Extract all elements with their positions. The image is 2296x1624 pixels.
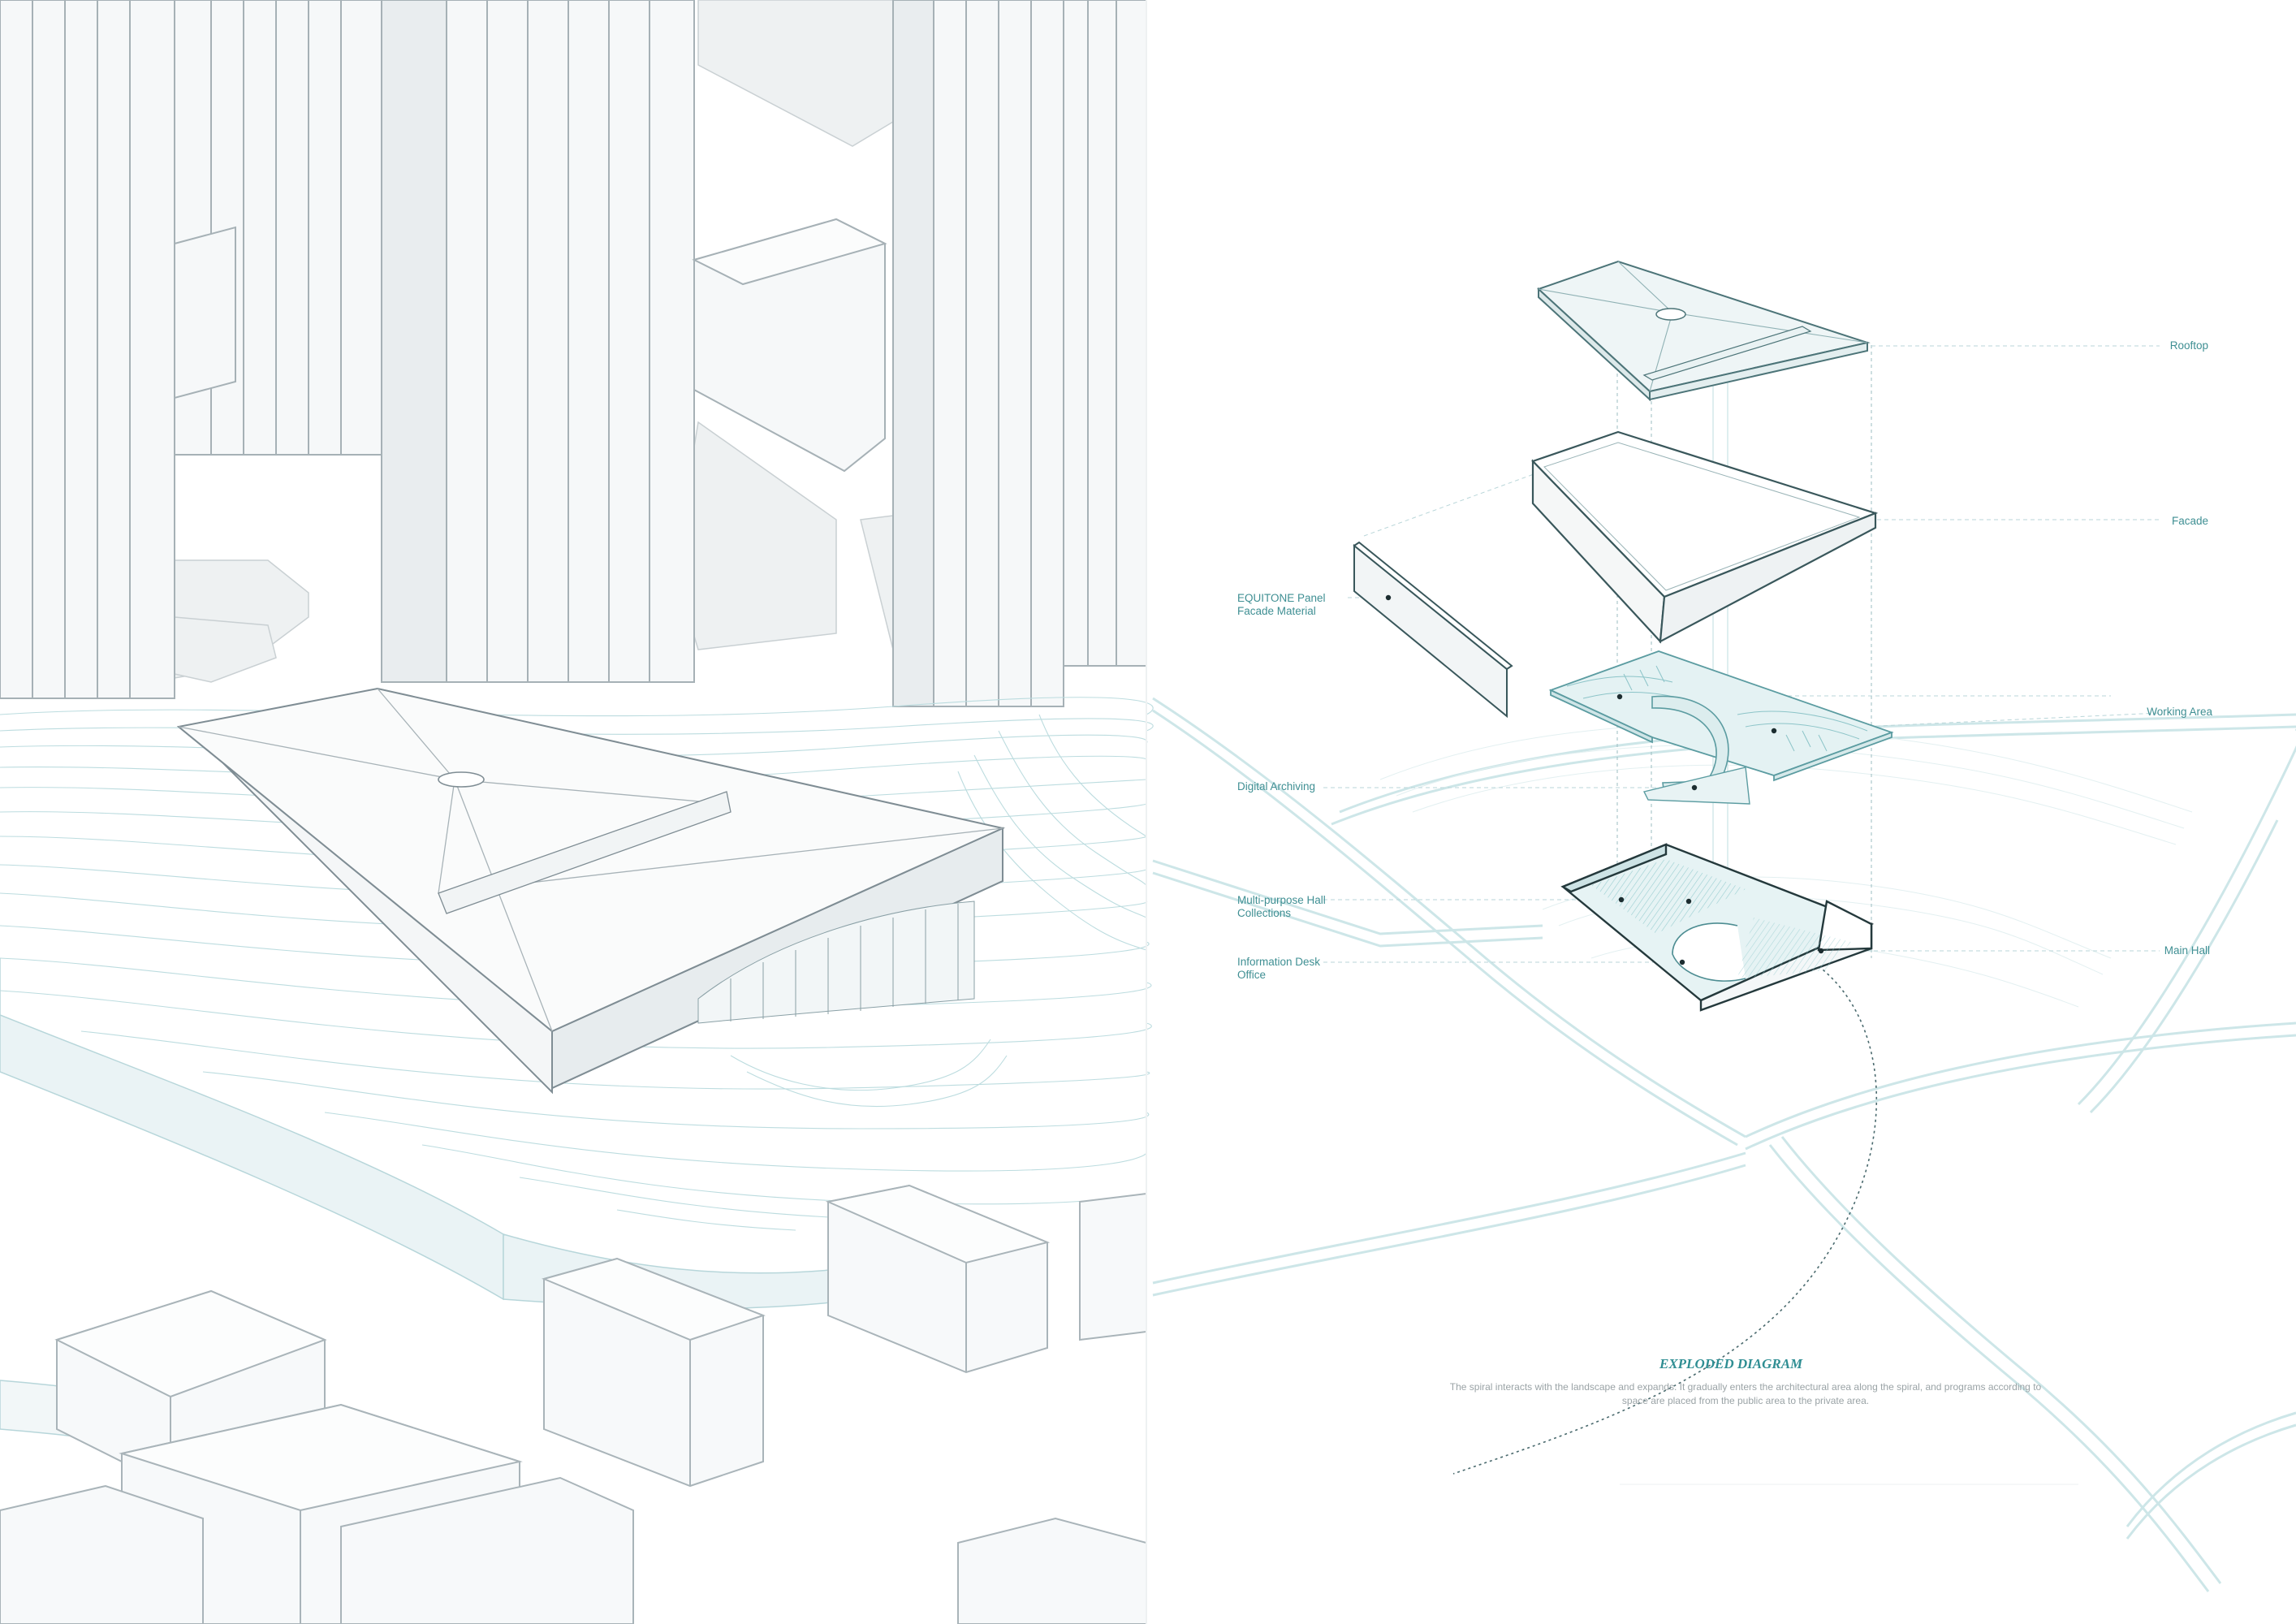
label-equitone: EQUITONE Panel Facade Material <box>1237 592 1326 618</box>
label-rooftop: Rooftop <box>2127 339 2208 352</box>
label-facade: Facade <box>2127 515 2208 528</box>
background-towers <box>0 0 1147 707</box>
site-plan-lines <box>1152 697 2296 1592</box>
main-building <box>176 687 1006 1095</box>
small-block <box>174 226 236 400</box>
leader-lines <box>1323 345 2160 963</box>
label-digital-archiving-text: Digital Archiving <box>1237 780 1316 793</box>
diagram-caption: The spiral interacts with the landscape … <box>1331 1380 2160 1408</box>
main-hall-spiral <box>1672 922 1746 982</box>
core-column <box>1712 369 1728 934</box>
spiral-path <box>1452 965 1878 1475</box>
foreground-blocks <box>0 1184 1147 1624</box>
equitone-panel <box>1353 541 1513 719</box>
hall-marker-c <box>1679 959 1685 965</box>
tower-far-right <box>1063 0 1147 667</box>
block-f <box>0 1484 204 1624</box>
caption-line-2: space are placed from the public area to… <box>1621 1395 1870 1406</box>
block-c <box>825 1184 1051 1374</box>
label-information-line2: Office <box>1237 969 1267 981</box>
panel-marker <box>1385 594 1392 601</box>
roof-oculus <box>438 771 485 788</box>
tower-left-a <box>0 0 175 699</box>
archive-marker <box>1691 784 1698 791</box>
hall-marker-b <box>1685 898 1692 905</box>
background-ground <box>174 0 1016 683</box>
axonometric-view <box>0 0 1154 1624</box>
label-rooftop-text: Rooftop <box>2169 339 2208 352</box>
facade-layer <box>1531 430 1879 644</box>
rooftop-oculus <box>1655 308 1686 321</box>
working-marker-a <box>1616 693 1623 700</box>
label-multipurpose-line2: Collections <box>1237 907 1292 919</box>
label-facade-text: Facade <box>2171 515 2208 527</box>
label-working-area-text: Working Area <box>2147 706 2212 718</box>
working-area-layer <box>1548 650 1894 805</box>
tower-right <box>892 0 1064 707</box>
hall-marker-a <box>1618 896 1625 903</box>
tower-center <box>381 0 695 683</box>
glazed-lobby <box>697 901 975 1024</box>
main-hall-layer <box>1560 843 1875 1012</box>
label-multipurpose-line1: Multi-purpose Hall <box>1237 894 1326 906</box>
label-main-hall: Main Hall <box>2127 944 2210 957</box>
diagram-title: EXPLODED DIAGRAM <box>1659 1356 1803 1371</box>
label-information-line1: Information Desk <box>1237 956 1321 968</box>
label-equitone-line1: EQUITONE Panel <box>1237 592 1326 604</box>
label-multipurpose: Multi-purpose Hall Collections <box>1237 894 1326 920</box>
label-digital-archiving: Digital Archiving <box>1237 780 1315 793</box>
block-g <box>340 1476 634 1624</box>
caption-line-1: The spiral interacts with the landscape … <box>1449 1381 2042 1393</box>
label-main-hall-text: Main Hall <box>2164 944 2210 957</box>
exploded-diagram <box>1152 260 2296 1592</box>
block-b <box>541 1257 766 1488</box>
mid-block <box>692 218 887 473</box>
working-marker-b <box>1771 728 1777 734</box>
rooftop-layer <box>1537 260 1871 402</box>
label-equitone-line2: Facade Material <box>1237 605 1316 617</box>
hall-marker-d <box>1818 948 1824 954</box>
label-working-area: Working Area <box>2095 706 2212 719</box>
archive-platform <box>1642 767 1750 805</box>
block-d <box>1079 1192 1147 1341</box>
label-information: Information Desk Office <box>1237 956 1320 982</box>
